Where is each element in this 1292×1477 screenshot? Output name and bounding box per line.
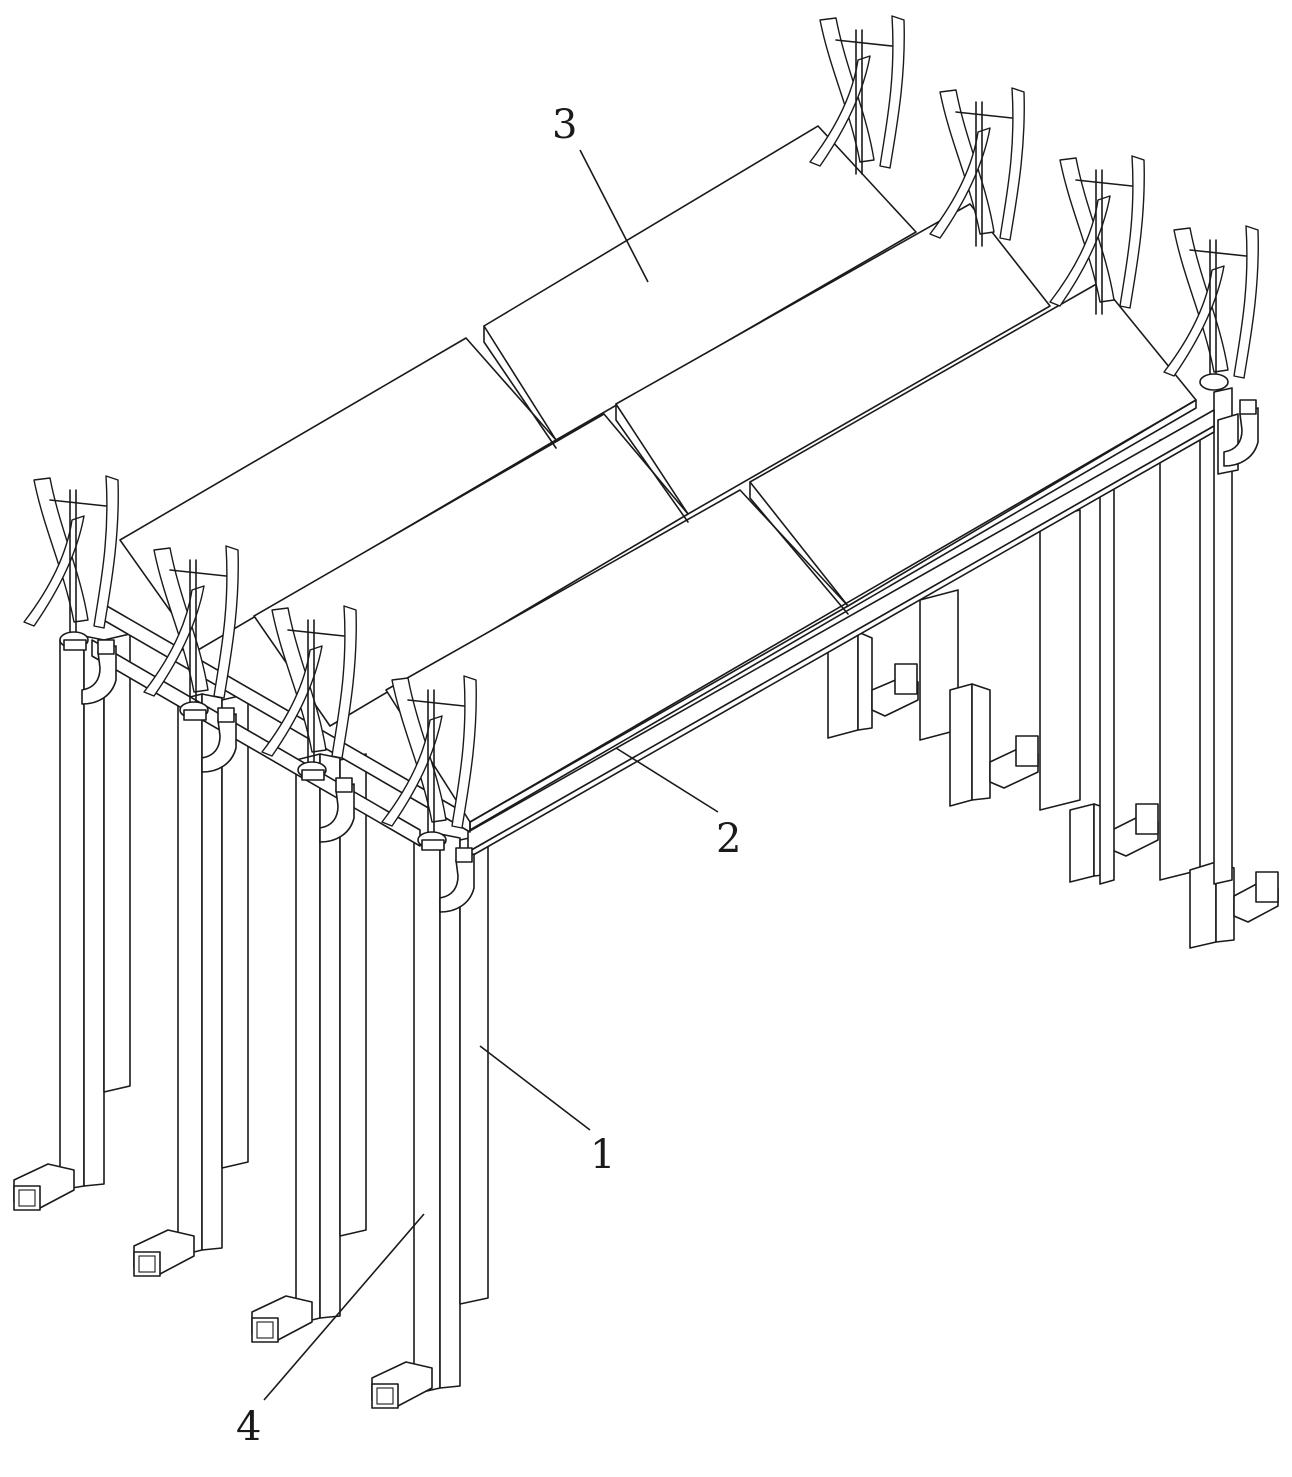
solar-panel	[483, 125, 917, 441]
hook-brackets	[81, 399, 1259, 913]
callout-4: 4	[236, 1404, 261, 1450]
solar-panel	[385, 489, 849, 823]
wind-turbine	[143, 545, 239, 721]
callout-labels: 3 2 1 4	[236, 102, 741, 1450]
leader-line-2	[615, 747, 719, 813]
leader-line-3	[579, 149, 649, 283]
wind-turbine	[381, 675, 477, 851]
wind-turbine	[261, 605, 357, 781]
callout-2: 2	[716, 816, 741, 862]
leader-line-4	[263, 1213, 425, 1401]
wind-turbine	[1163, 225, 1259, 391]
wind-turbine	[809, 15, 905, 175]
wind-turbine	[23, 475, 119, 651]
callout-leaders	[263, 149, 719, 1401]
leader-line-1	[479, 1045, 591, 1131]
front-support-columns	[13, 633, 489, 1409]
wind-turbine	[1049, 155, 1145, 315]
callout-1: 1	[590, 1132, 615, 1178]
callout-3: 3	[552, 102, 577, 148]
rear-support-columns	[827, 387, 1279, 949]
solar-panel	[615, 203, 1051, 515]
solar-panel-array	[119, 125, 1197, 831]
wind-turbines	[23, 15, 1259, 851]
wind-turbine	[929, 87, 1025, 247]
